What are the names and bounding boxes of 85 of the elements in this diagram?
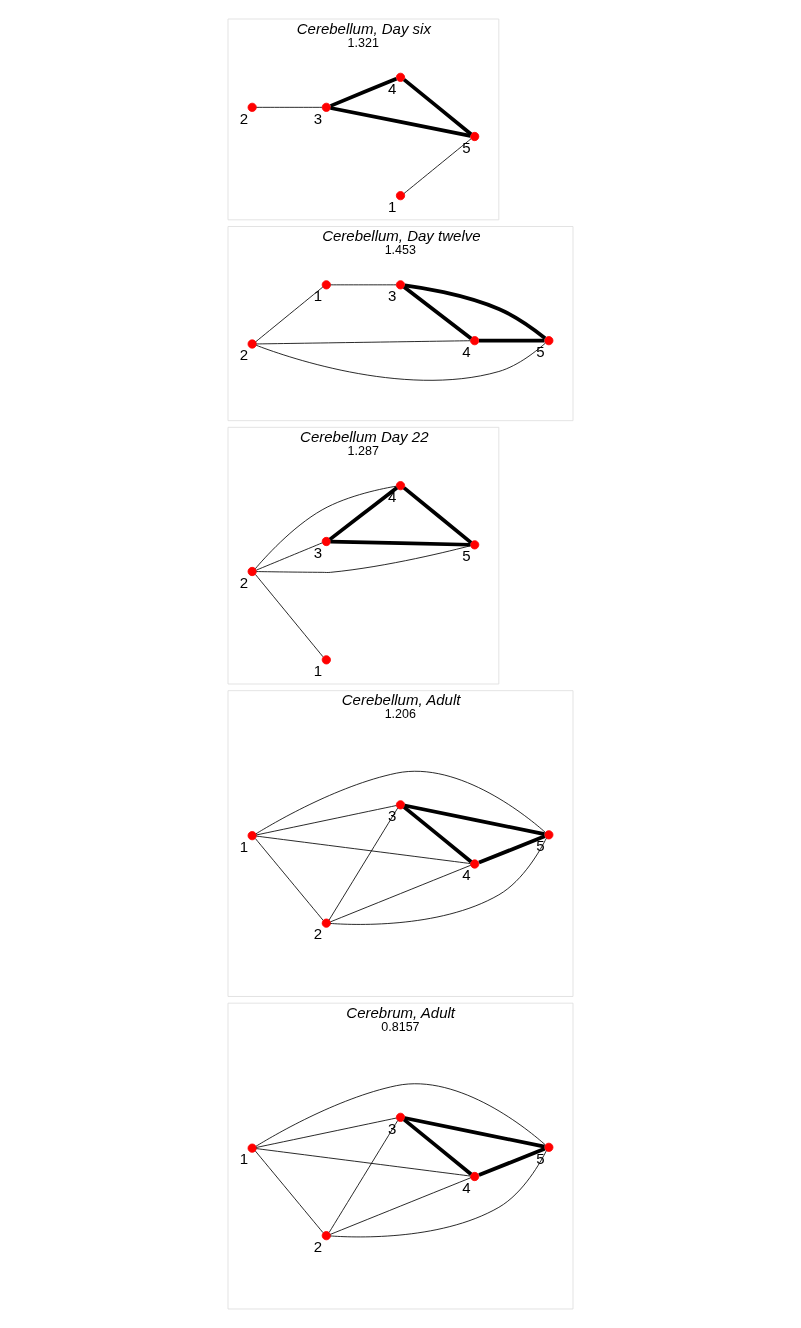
connector <box>330 106 471 138</box>
connector <box>256 106 323 108</box>
connector <box>254 485 397 570</box>
connector <box>329 76 398 108</box>
connector <box>255 342 546 381</box>
node-circle <box>247 831 257 841</box>
connector <box>330 1177 471 1235</box>
node-label: 5 <box>536 342 545 360</box>
node-circle <box>247 339 257 349</box>
connector <box>478 1146 546 1177</box>
node-label: 3 <box>387 287 397 304</box>
node-label: 1 <box>239 837 249 855</box>
connector <box>478 834 546 865</box>
node-circle <box>544 830 554 840</box>
node-label: 1 <box>239 1150 249 1168</box>
node-label: 2 <box>313 925 323 943</box>
connector <box>256 835 471 864</box>
connector <box>255 805 397 836</box>
connector <box>328 486 399 541</box>
node-label: 5 <box>536 837 545 854</box>
node-circle <box>544 336 554 346</box>
node-label: 5 <box>462 547 471 564</box>
connector <box>403 138 472 194</box>
node-label: 5 <box>536 1149 545 1167</box>
node-label: 4 <box>387 487 397 505</box>
node-label: 4 <box>462 1178 471 1196</box>
connector <box>330 539 471 547</box>
node-circle <box>321 1231 331 1241</box>
node-label: 2 <box>239 346 249 364</box>
connector <box>404 803 545 836</box>
connector <box>255 770 546 835</box>
node-circle <box>395 191 406 201</box>
connector <box>256 340 471 345</box>
node-circle <box>470 540 480 550</box>
connector <box>330 837 547 925</box>
connector <box>256 542 323 571</box>
node-label: 5 <box>462 138 471 156</box>
node-label: 4 <box>462 342 471 360</box>
connector <box>404 1116 545 1149</box>
node-circle <box>247 566 257 577</box>
connector <box>402 805 473 864</box>
connector <box>255 1083 546 1147</box>
node-circle <box>247 102 257 112</box>
node-label: 4 <box>387 79 397 97</box>
connector <box>402 285 473 341</box>
connector <box>255 838 324 921</box>
node-circle <box>544 1142 554 1152</box>
node-label: 2 <box>239 109 249 127</box>
node-circle <box>321 918 331 928</box>
connector <box>255 574 324 658</box>
connector <box>255 286 324 343</box>
node-label: 3 <box>313 109 323 127</box>
node-label: 2 <box>239 573 249 591</box>
connector <box>402 78 473 136</box>
node-label: 4 <box>462 866 471 884</box>
node-label: 1 <box>387 197 397 215</box>
node-label: 1 <box>313 287 323 304</box>
connector <box>330 864 471 923</box>
node-circle <box>470 1171 480 1182</box>
node-circle <box>470 131 480 142</box>
node-circle <box>470 336 480 346</box>
node-label: 3 <box>313 543 323 561</box>
node-circle <box>395 72 406 82</box>
node-circle <box>321 536 331 547</box>
node-circle <box>395 1112 406 1122</box>
connector <box>255 1150 324 1234</box>
connector <box>479 338 545 343</box>
connector <box>256 1148 471 1177</box>
connector <box>330 1150 547 1238</box>
node-circle <box>395 481 406 491</box>
connector <box>328 807 399 921</box>
node-circle <box>395 280 406 290</box>
connector <box>404 283 547 340</box>
connector <box>328 1120 399 1233</box>
connector <box>255 1117 397 1148</box>
node-label: 2 <box>313 1237 323 1255</box>
node-circle <box>321 280 331 290</box>
node-circle <box>470 859 480 869</box>
connector <box>402 486 473 545</box>
node-circle <box>395 800 406 810</box>
node-label: 1 <box>313 662 323 679</box>
node-circle <box>321 102 331 112</box>
connector <box>402 1118 473 1176</box>
node-circle <box>247 1143 257 1153</box>
node-circle <box>321 655 331 665</box>
